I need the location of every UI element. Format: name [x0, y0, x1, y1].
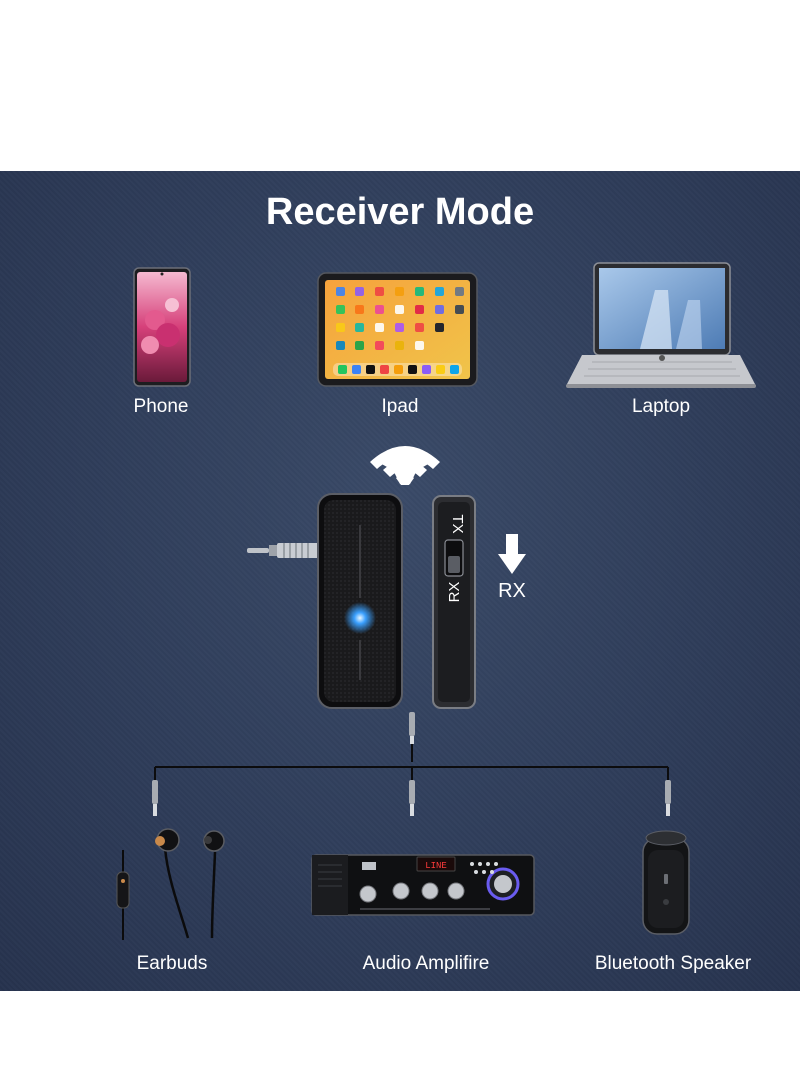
label-earbuds: Earbuds [136, 953, 208, 974]
switch-label-tx: TX [449, 514, 466, 534]
status-led-icon [344, 602, 376, 634]
amplifier-device [311, 854, 535, 916]
label-audio-amplifier: Audio Amplifire [362, 953, 490, 974]
laptop-device [566, 262, 756, 388]
bluetooth-receiver [317, 493, 403, 709]
phone-device [133, 267, 191, 387]
ipad-device [317, 272, 478, 387]
earbuds-device [116, 828, 225, 940]
label-bluetooth-speaker: Bluetooth Speaker [594, 953, 752, 974]
bluetooth-speaker-device [642, 830, 690, 935]
diagram-title: Receiver Mode [265, 191, 535, 233]
mode-label-rx: RX [498, 580, 526, 602]
switch-label-rx: RX [446, 581, 463, 603]
mode-switch-side [432, 495, 476, 709]
switch-slider [448, 556, 460, 573]
label-laptop: Laptop [631, 396, 691, 417]
label-phone: Phone [133, 396, 189, 417]
arrow-down-icon [498, 534, 526, 574]
cable-plugs [152, 712, 671, 816]
label-ipad: Ipad [381, 396, 419, 417]
aux-plug [247, 543, 319, 558]
amp-display-text: LINE [425, 861, 447, 871]
bluetooth-wave-icon [370, 446, 440, 485]
